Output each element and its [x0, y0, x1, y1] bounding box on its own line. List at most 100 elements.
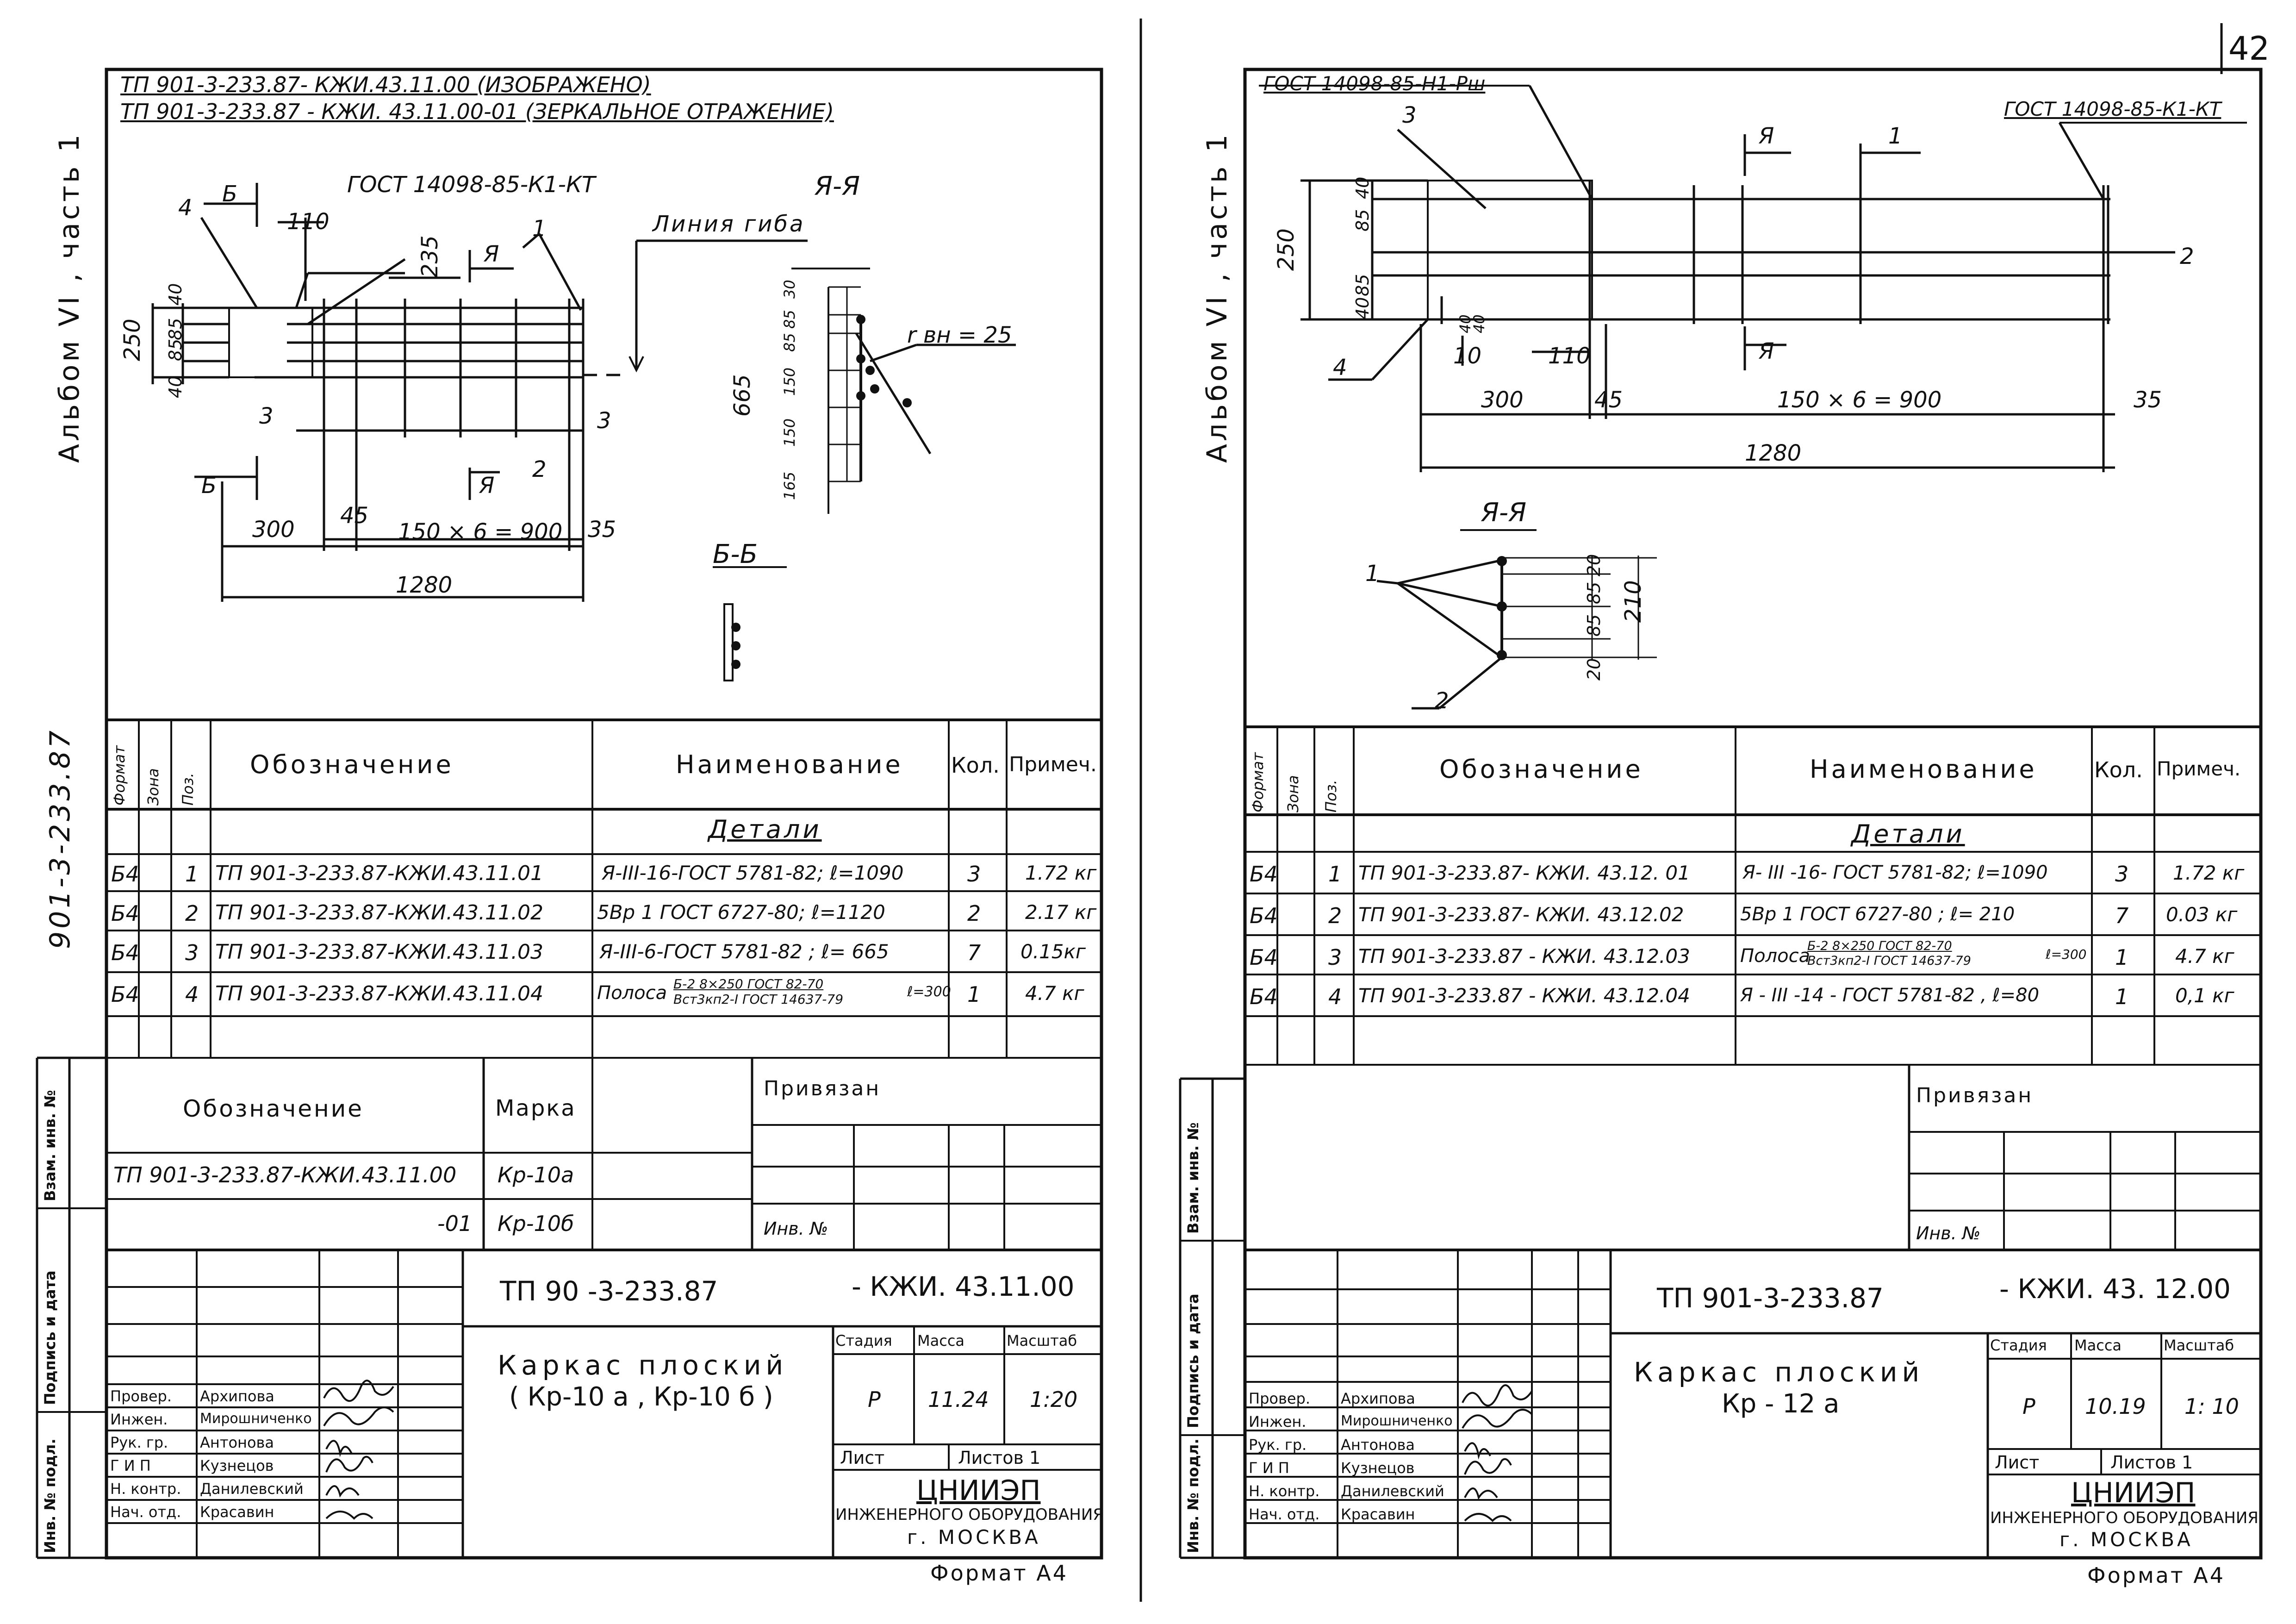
right-spec-head-format: Формат: [1249, 752, 1267, 812]
person-name: Мирошниченко: [200, 1411, 312, 1427]
left-mass-val: 11.24: [928, 1387, 989, 1412]
right-callout-4: 4: [1333, 355, 1347, 381]
spec-cell-name: 5Вр 1 ГОСТ 6727-80 ; ℓ= 210: [1740, 904, 2015, 925]
spec-cell-designation: ТП 901-3-233.87- КЖИ. 43.12. 01: [1358, 862, 1690, 884]
left-section-mark-b-top: Б: [222, 181, 237, 207]
left-org-city: г. МОСКВА: [907, 1526, 1041, 1549]
left-aa-dim-665: 665: [729, 374, 755, 417]
right-dim-250: 250: [1273, 228, 1299, 271]
left-marks-row1-designation: ТП 901-3-233.87-КЖИ.43.11.00: [113, 1162, 457, 1187]
left-dim-40-top: 40: [165, 283, 186, 306]
spec-cell-format: Б4: [111, 940, 139, 965]
left-album-label: Альбом VI , часть 1: [53, 131, 86, 463]
person-role: Инжен.: [1249, 1413, 1307, 1430]
right-mass-val: 10.19: [2085, 1394, 2146, 1419]
spec-cell-designation: ТП 901-3-233.87 - КЖИ. 43.12.04: [1358, 984, 1690, 1007]
right-spec-head-name: Наименование: [1810, 755, 2037, 784]
right-subtitle: Кр - 12 а: [1722, 1389, 1840, 1419]
right-dim-900: 150 × 6 = 900: [1777, 387, 1942, 413]
left-aa-dim-30: 30: [781, 280, 798, 299]
spec-cell-format: Б4: [111, 862, 139, 887]
left-aa-dim-85b: 85: [781, 333, 798, 352]
spec-cell-note: 1.72 кг: [2173, 862, 2245, 884]
spec-cell-pos: 2: [1328, 903, 1342, 928]
strip-length: ℓ=300: [907, 984, 951, 1000]
spec-cell-qty: 3: [967, 862, 981, 887]
left-dim-40-bot: 40: [165, 375, 186, 398]
person-role: Нач. отд.: [1249, 1505, 1320, 1523]
left-spec-head-name: Наименование: [676, 750, 903, 779]
left-sheets: Листов 1: [958, 1448, 1041, 1468]
right-org-line2: ИНЖЕНЕРНОГО ОБОРУДОВАНИЯ: [1990, 1509, 2259, 1527]
left-subtitle: ( Кр-10 а , Кр-10 б ): [509, 1382, 773, 1412]
spec-cell-note: 0.03 кг: [2166, 903, 2238, 926]
spec-cell-designation: ТП 901-3-233.87-КЖИ.43.11.03: [215, 940, 543, 964]
left-marks-row2-designation: -01: [437, 1211, 473, 1236]
strip-fraction-top: Б-2 8×250 ГОСТ 82-70: [1807, 939, 1952, 953]
left-spec-head-note: Примеч.: [1009, 753, 1097, 776]
right-dim-300: 300: [1481, 387, 1524, 413]
right-aa-dim-20a: 20: [1584, 554, 1604, 576]
left-section-aa-title: Я-Я: [815, 171, 860, 201]
left-header-line-1: ТП 901-3-233.87- КЖИ.43.11.00 (ИЗОБРАЖЕН…: [120, 72, 651, 97]
right-spec-section: Детали: [1851, 819, 1965, 849]
right-dim-40d: 40: [1470, 314, 1488, 333]
spec-cell-format: Б4: [1250, 903, 1278, 928]
left-callout-3b: 3: [597, 408, 611, 434]
right-inv-no: Инв. №: [1916, 1223, 1981, 1243]
spec-cell-pos: 4: [1328, 984, 1342, 1009]
left-spec-head-zone: Зона: [144, 768, 162, 806]
strip-length: ℓ=300: [2046, 947, 2087, 962]
right-dim-85b: 85: [1352, 274, 1373, 296]
left-sheet: Лист: [840, 1448, 885, 1468]
spec-cell-designation: ТП 901-3-233.87-КЖИ.43.11.01: [215, 862, 543, 885]
left-privyazan: Привязан: [764, 1077, 881, 1100]
left-callout-4: 4: [178, 195, 193, 221]
spec-cell-format: Б4: [111, 982, 139, 1007]
signatures-left: [323, 1380, 394, 1520]
right-doc-code: ТП 901-3-233.87: [1657, 1282, 1884, 1314]
person-name: Антонова: [200, 1434, 274, 1451]
right-spec-head-note: Примеч.: [2157, 757, 2241, 780]
right-album-label: Альбом VI , часть 1: [1201, 131, 1233, 463]
spec-cell-qty: 3: [2115, 862, 2129, 887]
left-dim-900: 150 × 6 = 900: [398, 519, 563, 545]
spec-cell-qty: 1: [2115, 984, 2129, 1009]
left-format: Формат А4: [930, 1561, 1068, 1586]
left-spec-head-qty: Кол.: [951, 753, 1000, 778]
person-name: Мирошниченко: [1341, 1413, 1453, 1429]
right-stamp-podpis: Подпись и дата: [1184, 1293, 1202, 1428]
right-aa-callout-1: 1: [1365, 561, 1380, 587]
right-callout-1: 1: [1888, 123, 1903, 149]
left-spec-head-designation: Обозначение: [250, 750, 454, 779]
left-dim-300: 300: [252, 517, 295, 543]
left-marks-head-mark: Марка: [495, 1095, 576, 1121]
spec-cell-qty: 1: [967, 982, 981, 1007]
person-role: Н. контр.: [110, 1480, 181, 1498]
left-org-name: ЦНИИЭП: [916, 1474, 1041, 1507]
right-stage-val: Р: [2022, 1394, 2035, 1419]
right-doc-suffix: - КЖИ. 43. 12.00: [1999, 1273, 2231, 1305]
left-dim-250: 250: [119, 319, 145, 361]
spec-cell-qty: 1: [2115, 945, 2129, 970]
left-scale-head: Масштаб: [1007, 1332, 1077, 1349]
left-stage-head: Стадия: [835, 1332, 892, 1349]
strip-fraction-bottom: Вст3кп2-I ГОСТ 14637-79: [673, 992, 844, 1007]
spec-cell-name: Полоса: [1740, 945, 1811, 967]
spec-cell-name: Я- III -16- ГОСТ 5781-82; ℓ=1090: [1742, 862, 2048, 883]
spec-cell-format: Б4: [1250, 862, 1278, 887]
right-scale-head: Масштаб: [2164, 1337, 2234, 1354]
person-role: Г И П: [1249, 1459, 1289, 1477]
left-aa-dim-165: 165: [781, 471, 798, 500]
left-aa-dim-85a: 85: [781, 310, 798, 329]
right-stage-head: Стадия: [1990, 1337, 2047, 1354]
left-callout-3a: 3: [259, 403, 274, 429]
spec-cell-format: Б4: [1250, 984, 1278, 1009]
left-stamp-podpis: Подпись и дата: [41, 1270, 59, 1405]
page-number: 42: [2228, 30, 2270, 68]
spec-cell-note: 4.7 кг: [1025, 982, 1084, 1005]
spec-cell-format: Б4: [1250, 945, 1278, 970]
left-binder-label: 901-3-233.87: [44, 728, 76, 949]
spec-cell-name: Я - III -14 - ГОСТ 5781-82 , ℓ=80: [1740, 985, 2040, 1006]
